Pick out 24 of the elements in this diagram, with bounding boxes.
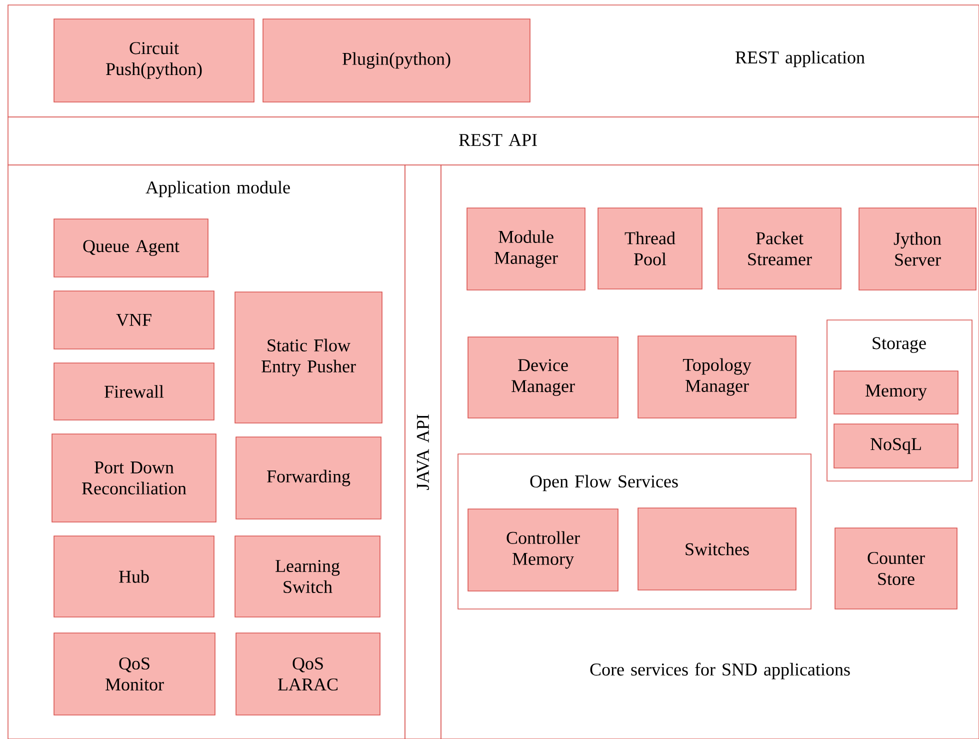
module-box: QoS Monitor — [54, 632, 216, 716]
module-box: Topology Manager — [638, 336, 796, 418]
module-box: Learning Switch — [234, 536, 380, 618]
module-box: Device Manager — [468, 336, 618, 418]
module-box: Jython Server — [858, 208, 976, 290]
module-box: Port Down Reconciliation — [52, 434, 216, 522]
module-box: NoSqL — [834, 424, 958, 468]
module-box: Plugin(python) — [262, 18, 530, 102]
layer-band: JAVA API — [404, 164, 442, 739]
module-box: Switches — [638, 508, 796, 590]
module-box: Forwarding — [236, 436, 382, 520]
module-box: Circuit Push(python) — [54, 18, 254, 102]
module-box: Queue Agent — [54, 218, 208, 278]
module-box: Hub — [54, 536, 214, 618]
module-box: Static Flow Entry Pusher — [234, 292, 382, 424]
module-box: QoS LARAC — [236, 632, 380, 716]
module-box: VNF — [54, 290, 214, 350]
module-box: Thread Pool — [598, 208, 702, 290]
module-box: Module Manager — [466, 208, 586, 290]
module-box: Counter Store — [834, 528, 958, 610]
module-box: Controller Memory — [468, 508, 618, 592]
module-box: Packet Streamer — [718, 208, 842, 290]
module-box: Firewall — [54, 362, 214, 420]
module-box: Memory — [834, 370, 958, 414]
